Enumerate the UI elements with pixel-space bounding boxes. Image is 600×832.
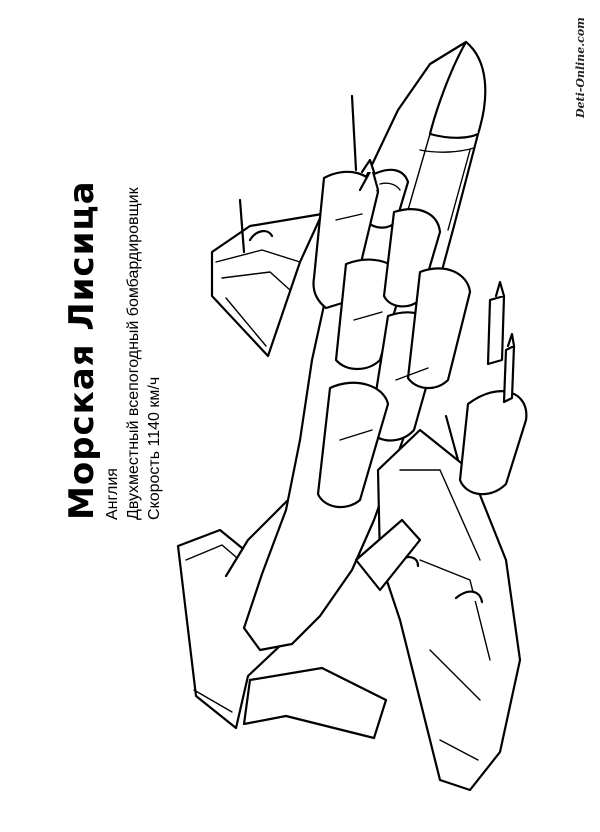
drop-tanks [358, 158, 528, 496]
antenna-rods [238, 94, 460, 462]
tail-wing [210, 212, 324, 358]
engine-nacelles [312, 170, 472, 509]
